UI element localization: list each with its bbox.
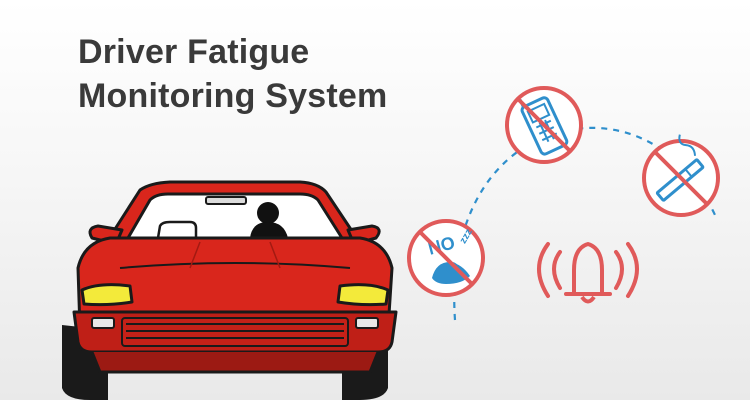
car bbox=[62, 180, 398, 400]
car-fog-light-right bbox=[355, 317, 379, 329]
title-line-2: Monitoring System bbox=[78, 77, 388, 115]
car-mirror bbox=[205, 196, 247, 205]
banner-title: Driver Fatigue Monitoring System bbox=[78, 30, 387, 118]
car-headlight-right bbox=[336, 283, 390, 307]
no-phone-icon bbox=[505, 86, 583, 164]
driver-silhouette bbox=[250, 202, 288, 238]
car-seat-left bbox=[156, 220, 198, 240]
no-smoking-icon bbox=[642, 134, 720, 217]
car-headlight-left bbox=[80, 283, 134, 307]
no-sleep-icon: NO zzz bbox=[407, 219, 485, 297]
title-line-1: Driver Fatigue bbox=[78, 33, 310, 71]
car-grille bbox=[121, 317, 349, 347]
car-windshield bbox=[126, 192, 344, 240]
alarm-bell-icon bbox=[537, 242, 639, 304]
car-fog-light-left bbox=[91, 317, 115, 329]
car-hood-line bbox=[119, 262, 351, 269]
